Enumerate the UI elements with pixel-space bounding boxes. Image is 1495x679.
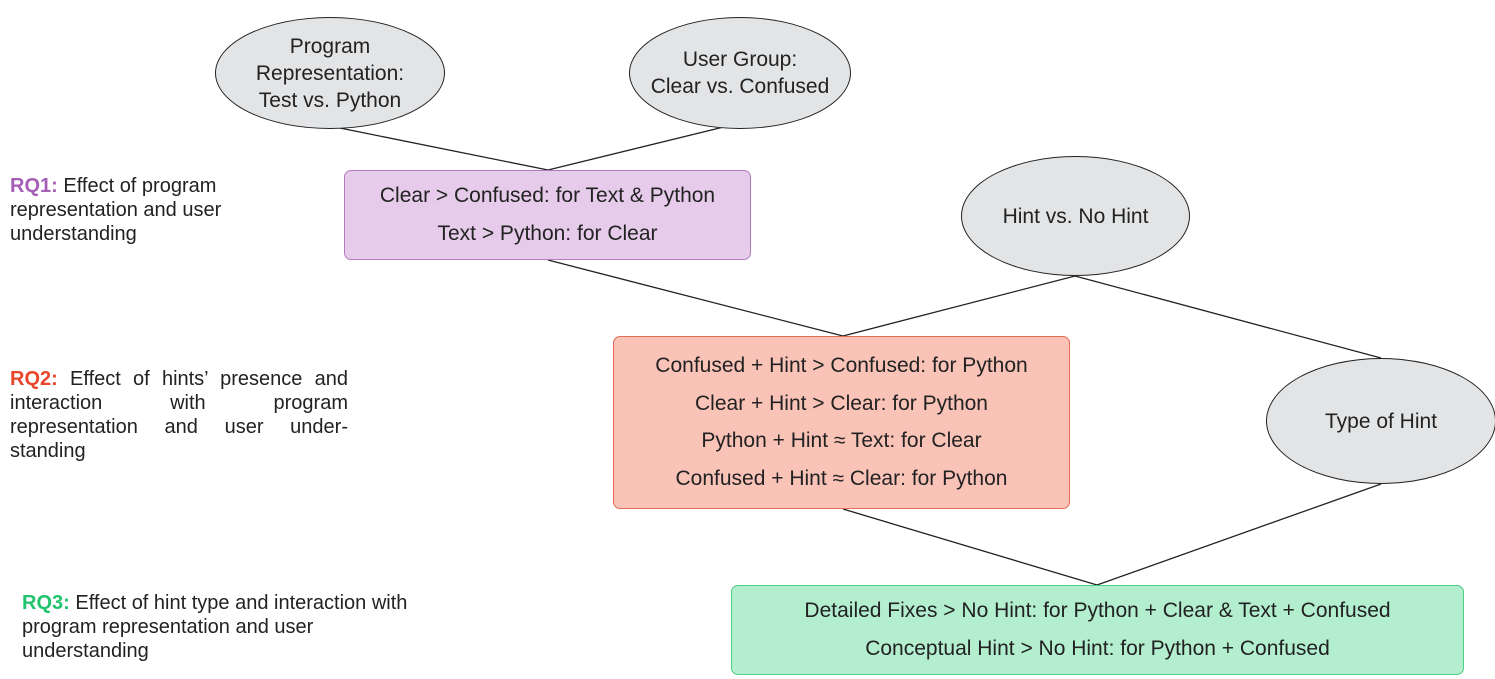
rq3-tag: RQ3:: [22, 592, 70, 614]
result-box-rq2: Confused + Hint > Confused: for Python C…: [613, 336, 1070, 509]
result-rq1-line-1: Clear > Confused: for Text & Python: [379, 184, 716, 207]
node-program-representation-line-2: Representation:: [255, 61, 405, 85]
edge-rq2-to-rq3: [842, 508, 1098, 586]
edge-hint-to-rq2: [842, 275, 1076, 337]
rq1-text: Effect of program representation and use…: [10, 175, 222, 245]
node-program-representation: Program Representation: Test vs. Python: [215, 17, 445, 129]
rq2-text: Effect of hints’ presence and interactio…: [10, 368, 348, 462]
edge-program-to-rq1: [329, 125, 549, 171]
edge-hint-to-typeofhint: [1074, 275, 1382, 359]
node-program-representation-line-3: Test vs. Python: [258, 88, 402, 112]
result-rq1-line-2: Text > Python: for Clear: [437, 222, 658, 245]
result-rq2-line-1: Confused + Hint > Confused: for Python: [655, 353, 1028, 377]
node-hint-vs-no-hint: Hint vs. No Hint: [961, 156, 1190, 276]
result-rq3-line-1: Detailed Fixes > No Hint: for Python + C…: [804, 599, 1391, 622]
result-rq3-line-2: Conceptual Hint > No Hint: for Python + …: [865, 637, 1330, 660]
edge-rq1-to-rq2: [547, 259, 844, 337]
node-user-group-line-1: User Group:: [682, 48, 798, 71]
node-type-of-hint: Type of Hint: [1266, 358, 1495, 484]
result-box-rq3: Detailed Fixes > No Hint: for Python + C…: [731, 585, 1464, 675]
result-rq2-line-2: Clear + Hint > Clear: for Python: [695, 391, 988, 415]
edge-usergroup-to-rq1: [547, 122, 741, 171]
node-hint-vs-no-hint-label: Hint vs. No Hint: [1002, 204, 1149, 228]
rq3-text: Effect of hint type and interaction with…: [22, 592, 408, 662]
result-rq2-line-3: Python + Hint ≈ Text: for Clear: [701, 429, 982, 453]
result-box-rq1: Clear > Confused: for Text & Python Text…: [344, 170, 751, 260]
rq2-tag: RQ2:: [10, 368, 58, 390]
rq2-description: RQ2: Effect of hints’ presence and inter…: [10, 367, 348, 463]
node-type-of-hint-label: Type of Hint: [1324, 409, 1438, 433]
edge-typeofhint-to-rq3: [1096, 483, 1382, 586]
node-program-representation-line-1: Program: [289, 34, 371, 58]
rq3-description: RQ3: Effect of hint type and interaction…: [22, 591, 442, 663]
node-user-group-line-2: Clear vs. Confused: [650, 75, 830, 98]
node-user-group: User Group: Clear vs. Confused: [629, 17, 851, 129]
rq1-description: RQ1: Effect of program representation an…: [10, 174, 280, 246]
rq1-tag: RQ1:: [10, 175, 58, 197]
result-rq2-line-4: Confused + Hint ≈ Clear: for Python: [675, 467, 1008, 491]
